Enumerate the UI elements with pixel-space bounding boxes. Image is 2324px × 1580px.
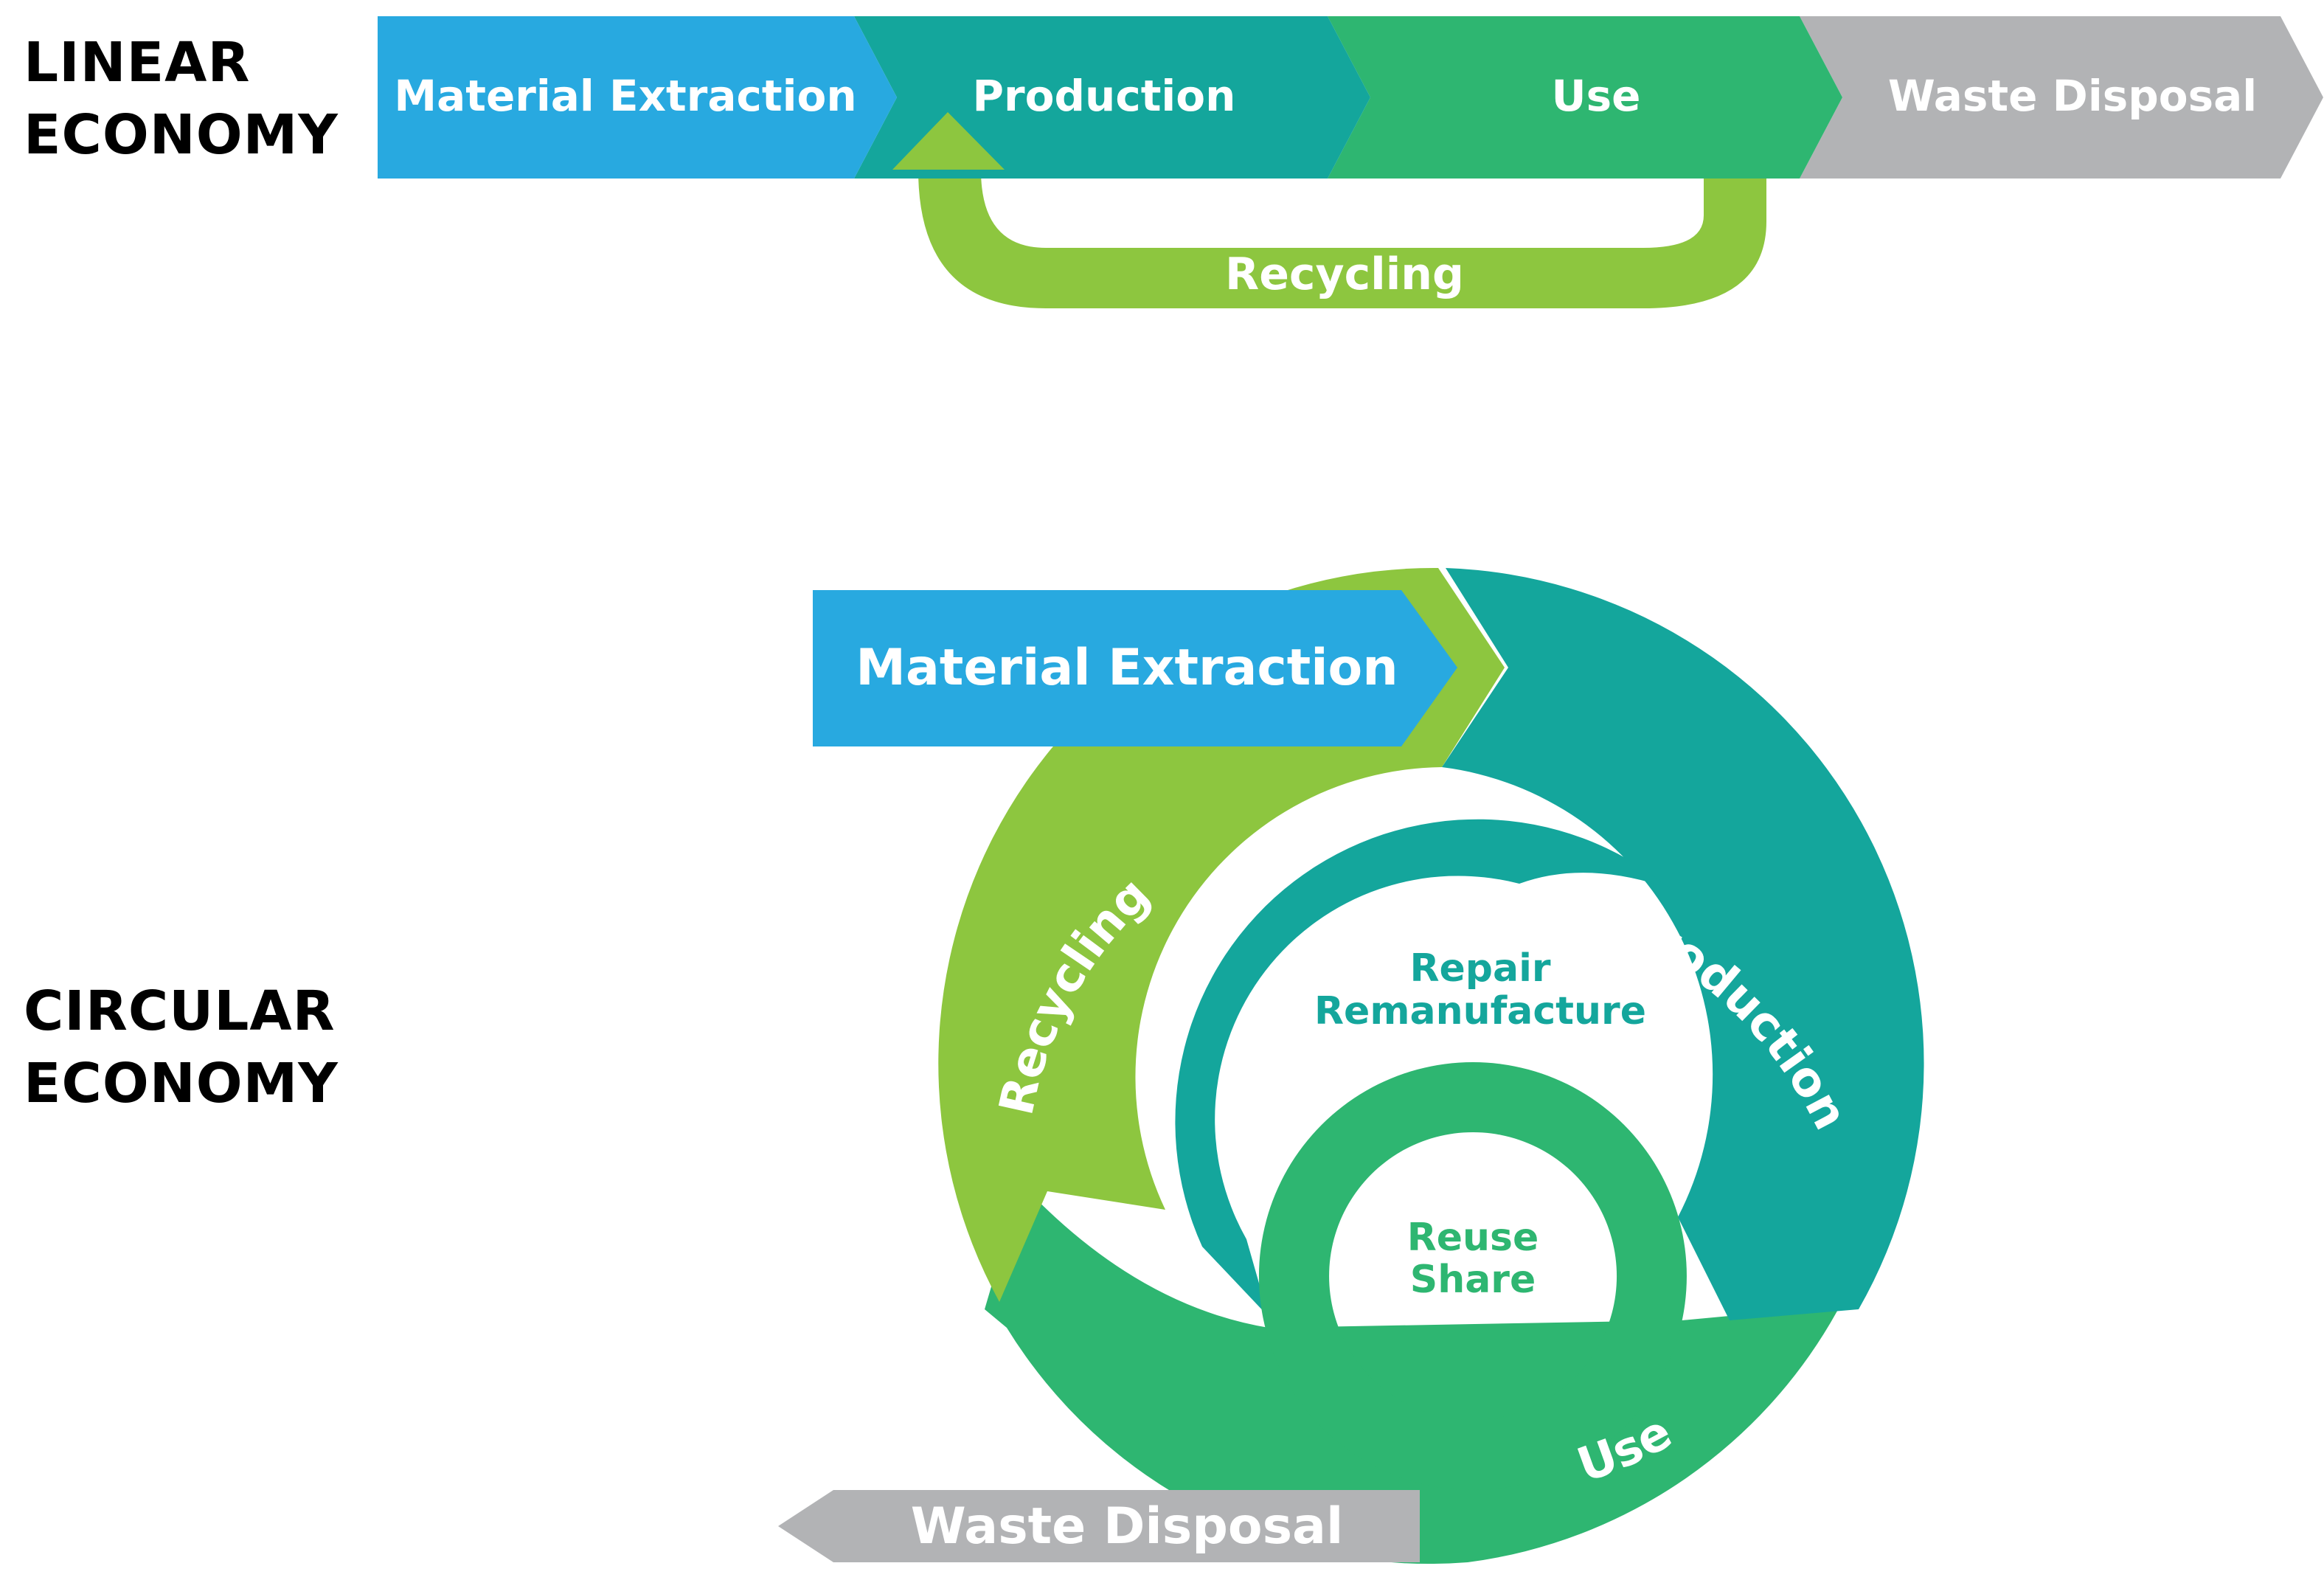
circular-label-reuse: Reuse [1407,1216,1539,1260]
linear-label-material-extraction: Material Extraction [394,71,856,121]
linear-recycling-arrowhead [892,112,1005,170]
linear-title-line2: ECONOMY [24,103,339,167]
circular-ring-recycling [938,567,1505,1302]
circular-label-material-extraction: Material Extraction [856,639,1398,697]
circular-ring-production [1442,568,1924,1320]
circular-label-remanufacture: Remanufacture [1314,989,1646,1033]
linear-label-production: Production [973,71,1236,121]
circular-inner-ring-reuse [1258,1062,1687,1490]
linear-label-recycling: Recycling [1225,249,1464,300]
circular-ring-use [985,1184,1840,1565]
linear-step-waste-disposal [1800,16,2323,179]
circular-title-line1: CIRCULAR [24,980,336,1043]
circular-material-extraction-arrow [813,590,1457,746]
circular-title-line2: ECONOMY [24,1052,339,1115]
linear-recycling-arrow [878,112,1766,308]
circular-label-waste-disposal: Waste Disposal [911,1497,1344,1556]
circular-waste-disposal-arrow [778,1490,1420,1562]
linear-flow: Material Extraction Production Use Waste… [378,16,2323,308]
linear-step-production [854,16,1370,179]
linear-title-line1: LINEAR [24,31,251,94]
linear-label-use: Use [1552,71,1641,121]
circular-label-share: Share [1410,1258,1536,1302]
circular-flow: Material Extraction Waste Disposal Produ… [778,567,1924,1565]
linear-step-material-extraction [378,16,897,179]
linear-step-use [1328,16,1842,179]
linear-economy-title: LINEAR ECONOMY [24,27,339,171]
circular-label-repair: Repair [1409,946,1550,991]
circular-inner-ring-repair [1175,819,1671,1317]
circular-economy-title: CIRCULAR ECONOMY [24,975,339,1120]
linear-label-waste-disposal: Waste Disposal [1888,71,2257,121]
